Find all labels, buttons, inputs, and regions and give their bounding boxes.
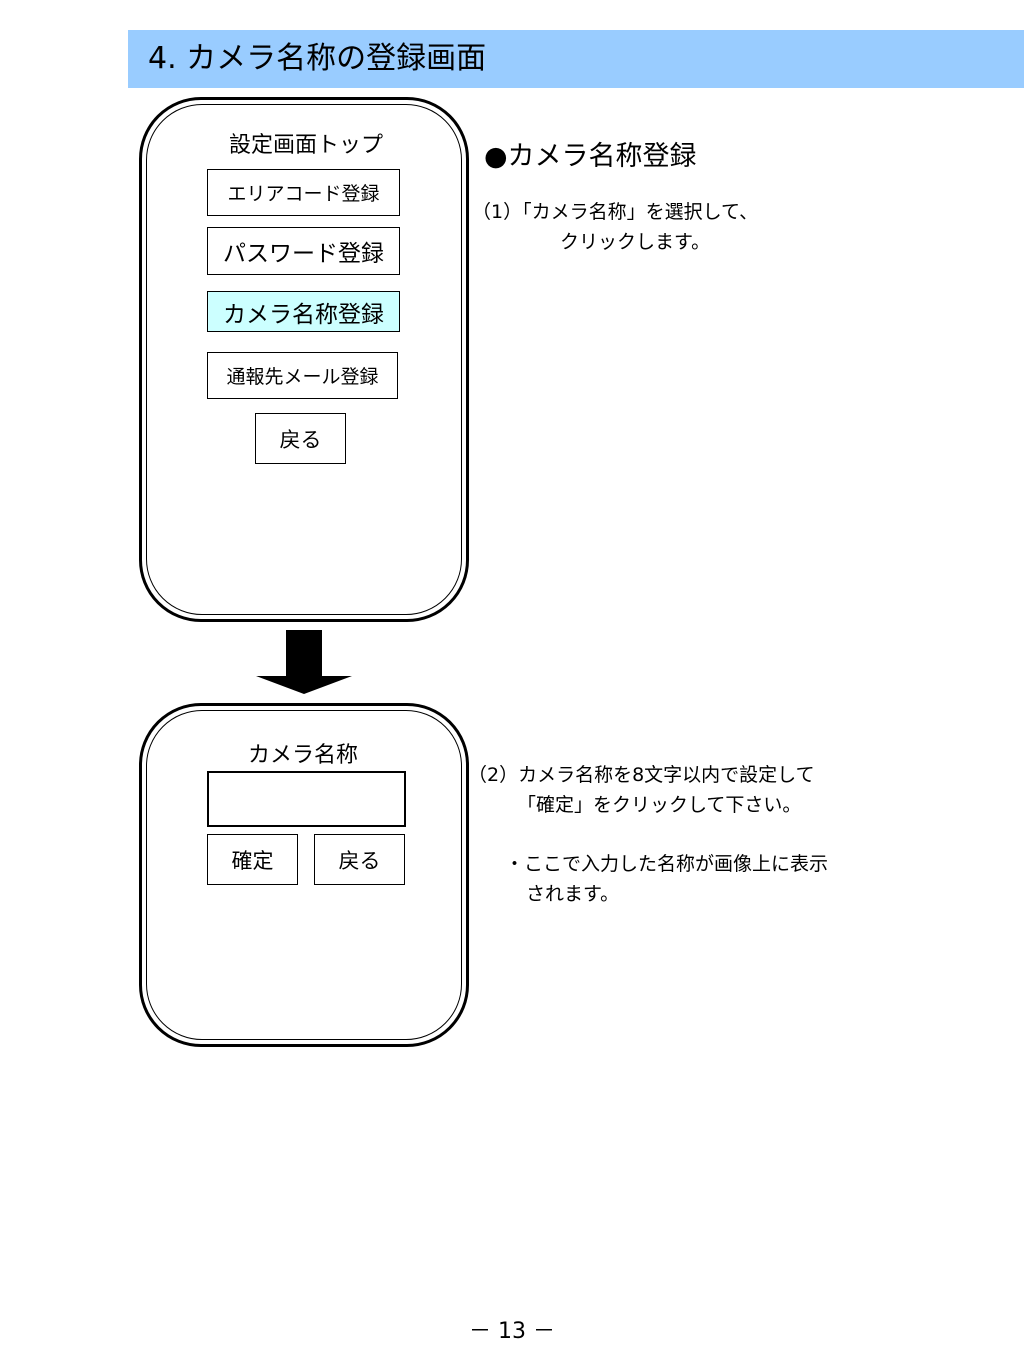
- back-button[interactable]: 戻る: [255, 413, 346, 464]
- page-number: － 13 －: [469, 1319, 555, 1344]
- camera-name-register-button[interactable]: カメラ名称登録: [207, 291, 400, 332]
- area-code-register-button[interactable]: エリアコード登録: [207, 169, 400, 216]
- step1-line1: （1）「カメラ名称」を選択して、: [472, 201, 759, 223]
- section-title-bar: 4. カメラ名称の登録画面: [128, 30, 1024, 88]
- camera-name-input[interactable]: [207, 771, 406, 827]
- screen-inner-border: [146, 710, 462, 1040]
- note-line1: ・ここで入力した名称が画像上に表示: [505, 853, 829, 875]
- step2-line1: （2）カメラ名称を8文字以内で設定して: [468, 764, 815, 786]
- confirm-button[interactable]: 確定: [207, 834, 298, 885]
- instruction-heading: ●カメラ名称登録: [484, 141, 697, 172]
- camera-name-screen-title: カメラ名称: [248, 743, 359, 768]
- screen-inner-border: [146, 104, 462, 615]
- password-register-button[interactable]: パスワード登録: [207, 227, 400, 275]
- section-title: 4. カメラ名称の登録画面: [148, 41, 487, 76]
- note-line2: されます。: [526, 883, 620, 905]
- down-arrow-icon: [256, 630, 352, 694]
- settings-top-title: 設定画面トップ: [229, 133, 384, 158]
- step1-line2: クリックします。: [560, 231, 711, 253]
- mail-register-button[interactable]: 通報先メール登録: [207, 352, 398, 399]
- back-button[interactable]: 戻る: [314, 834, 405, 885]
- camera-name-screen: [139, 703, 469, 1047]
- step2-line2: 「確定」をクリックして下さい。: [517, 794, 802, 816]
